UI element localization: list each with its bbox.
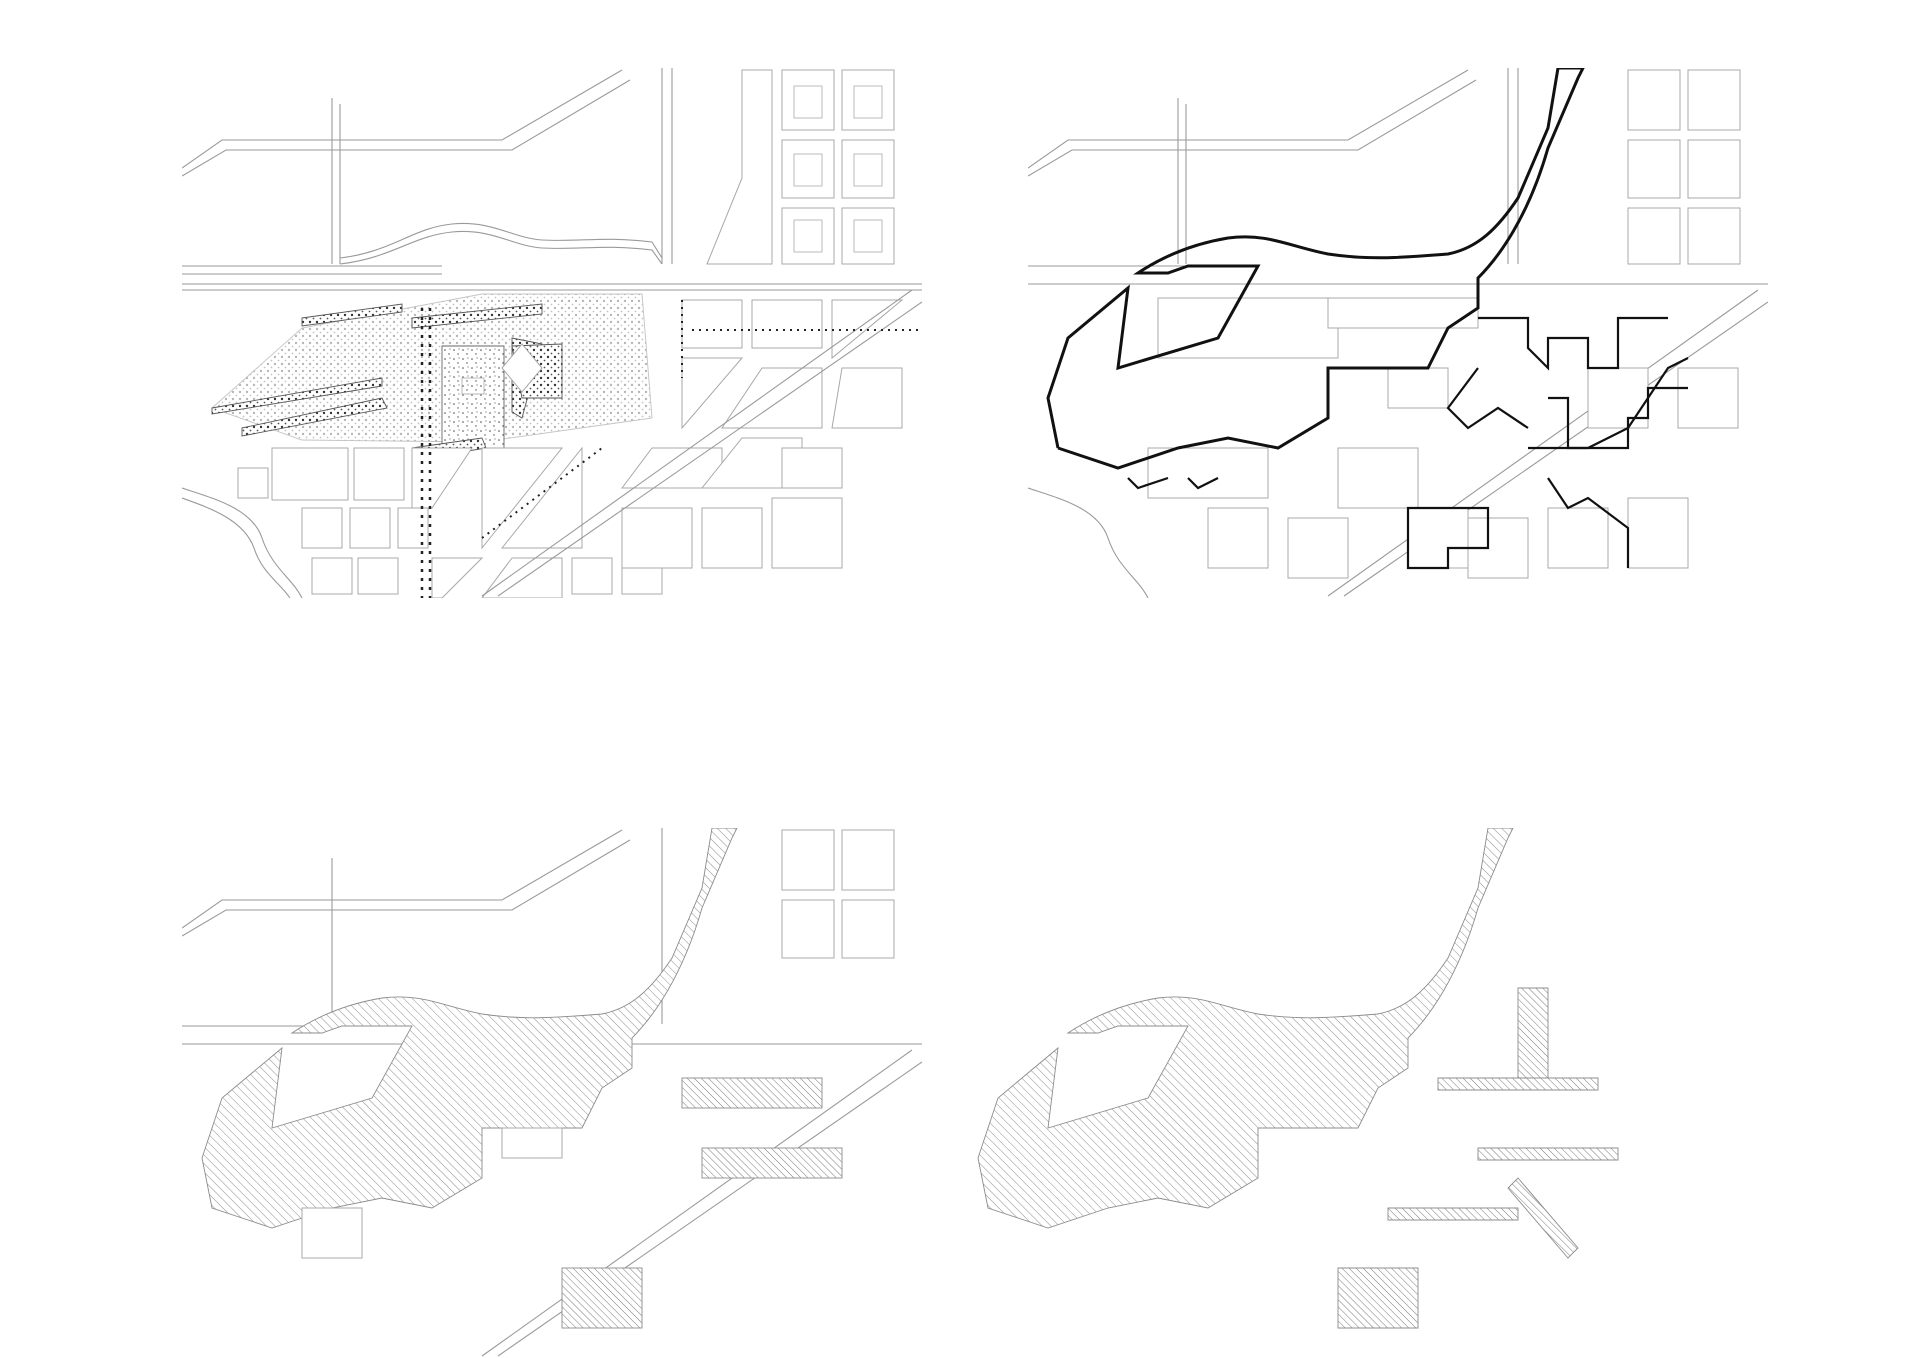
- river-lines: [182, 69, 631, 275]
- walking-route: [1046, 68, 1689, 570]
- overlay-blocks: [301, 829, 895, 1259]
- west-shore-2: [1028, 487, 1149, 598]
- south-blocks: [237, 446, 663, 598]
- grid-blocks-ne: [706, 69, 895, 265]
- tree-rows: [420, 300, 922, 598]
- plan-figure: [958, 828, 1698, 1358]
- plan-overlay: [182, 828, 922, 1358]
- park-promenade: [211, 293, 653, 461]
- main-avenue: [182, 283, 922, 291]
- plan-route: [1028, 68, 1768, 598]
- north-frame: [331, 68, 673, 265]
- east-blocks: [621, 299, 904, 569]
- plan-landscape: [182, 68, 922, 598]
- diagonal-boulevard: [481, 289, 922, 597]
- overlay-hatch: [201, 828, 843, 1329]
- west-shore: [182, 487, 303, 598]
- base-blocks: [1147, 69, 1741, 579]
- figure-route: [977, 828, 1619, 1329]
